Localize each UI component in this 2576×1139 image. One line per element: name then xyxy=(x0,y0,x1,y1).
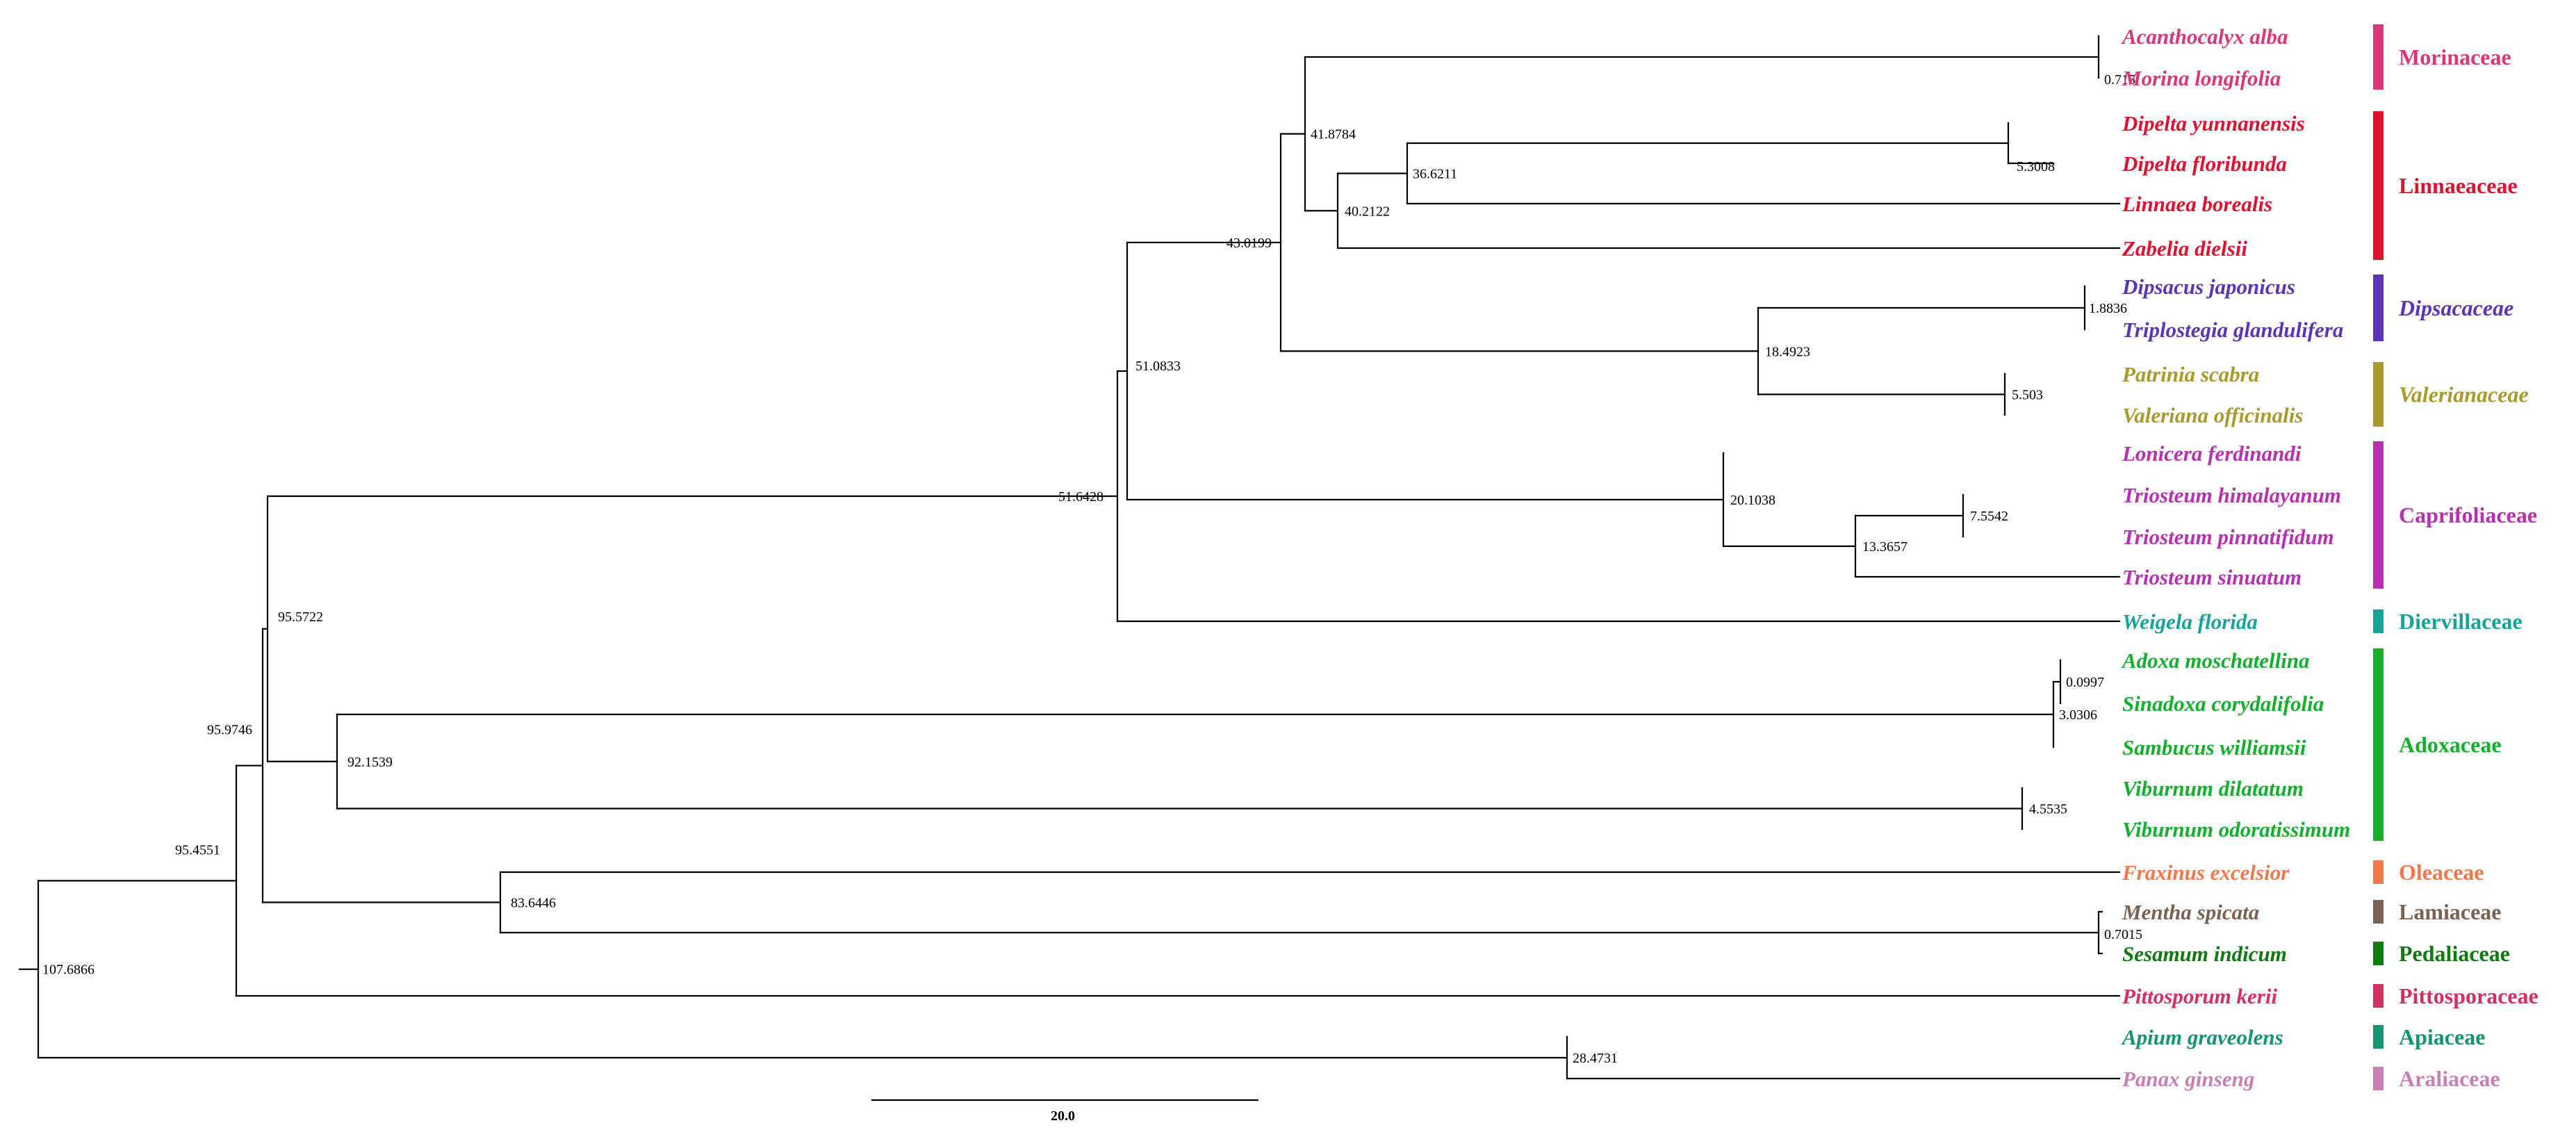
family-bar xyxy=(2373,362,2384,427)
family-label: Pedaliaceae xyxy=(2399,941,2510,966)
node-support-label: 0.7015 xyxy=(2104,927,2142,942)
family-label: Diervillaceae xyxy=(2399,609,2522,634)
family-bar xyxy=(2373,860,2384,884)
node-support-label: 51.0833 xyxy=(1135,359,1181,374)
family-bar xyxy=(2373,441,2384,589)
family-bar xyxy=(2373,24,2384,90)
node-support-label: 0.715 xyxy=(2104,72,2135,88)
scale-bar-label: 20.0 xyxy=(1051,1108,1075,1124)
node-support-label: 5.503 xyxy=(2012,388,2043,403)
taxon-label: Patrinia scabra xyxy=(2122,362,2259,386)
node-support-label: 4.5535 xyxy=(2029,802,2067,817)
node-support-label: 95.4551 xyxy=(175,842,220,858)
taxon-label: Sinadoxa corydalifolia xyxy=(2122,691,2324,716)
node-support-label: 83.6446 xyxy=(511,896,556,911)
node-support-label: 92.1539 xyxy=(347,755,393,770)
taxon-label: Triosteum pinnatifidum xyxy=(2122,525,2334,549)
family-bar xyxy=(2373,942,2384,965)
taxon-label: Triplostegia glandulifera xyxy=(2122,318,2343,342)
taxon-label: Morina longifolia xyxy=(2122,66,2281,90)
taxon-label: Viburnum odoratissimum xyxy=(2122,817,2350,842)
node-support-label: 95.9746 xyxy=(207,723,252,738)
family-label: Linnaeaceae xyxy=(2399,173,2518,198)
family-bar xyxy=(2373,900,2384,924)
taxon-label: Mentha spicata xyxy=(2122,900,2259,924)
family-label: Apiaceae xyxy=(2399,1024,2485,1049)
node-support-label: 5.3008 xyxy=(2017,159,2055,174)
family-labels: MorinaceaeLinnaeaceaeDipsacaceaeValerian… xyxy=(2373,24,2538,1091)
taxon-label: Pittosporum kerii xyxy=(2122,984,2277,1008)
node-support-label: 0.0997 xyxy=(2066,675,2104,690)
node-support-label: 41.8784 xyxy=(1311,127,1356,142)
family-label: Pittosporaceae xyxy=(2399,983,2538,1008)
family-bar xyxy=(2373,274,2384,341)
taxon-label: Sambucus williamsii xyxy=(2122,735,2306,760)
node-support-label: 3.0306 xyxy=(2059,707,2097,723)
taxon-label: Linnaea borealis xyxy=(2122,192,2272,216)
family-bar xyxy=(2373,1067,2384,1090)
family-label: Morinaceae xyxy=(2399,44,2511,69)
node-labels: 0.715 5.3008 36.6211 40.2122 41.8784 1.8836 5.… xyxy=(42,72,2142,1066)
taxon-label: Dipsacus japonicus xyxy=(2122,274,2295,299)
family-label: Araliaceae xyxy=(2399,1066,2500,1091)
node-support-label: 43.0199 xyxy=(1227,236,1272,251)
taxon-label: Triosteum himalayanum xyxy=(2122,483,2341,507)
node-support-label: 13.3657 xyxy=(1862,539,1908,555)
node-support-label: 107.6866 xyxy=(42,962,95,978)
taxon-label: Viburnum dilatatum xyxy=(2122,776,2304,801)
taxon-label: Zabelia dielsii xyxy=(2122,236,2247,261)
family-label: Adoxaceae xyxy=(2399,732,2502,757)
taxon-label: Valeriana officinalis xyxy=(2122,403,2303,427)
taxon-label: Fraxinus excelsior xyxy=(2122,860,2290,885)
taxon-label: Dipelta yunnanensis xyxy=(2122,111,2305,136)
family-label: Valerianaceae xyxy=(2399,382,2529,407)
node-support-label: 95.5722 xyxy=(278,609,323,625)
taxon-label: Weigela florida xyxy=(2122,609,2258,634)
taxon-label: Panax ginseng xyxy=(2122,1067,2254,1091)
scale-bar: 20.0 xyxy=(871,1099,1259,1124)
node-support-label: 7.5542 xyxy=(1970,509,2008,524)
node-support-label: 40.2122 xyxy=(1345,204,1390,219)
node-support-label: 51.6428 xyxy=(1058,489,1104,505)
family-label: Lamiaceae xyxy=(2399,899,2502,924)
family-bar xyxy=(2373,111,2384,260)
family-bar xyxy=(2373,984,2384,1008)
node-support-label: 20.1038 xyxy=(1730,493,1775,508)
taxon-label: Lonicera ferdinandi xyxy=(2122,441,2302,466)
family-bar xyxy=(2373,1025,2384,1049)
node-support-label: 28.4731 xyxy=(1573,1051,1618,1066)
taxon-label: Apium graveolens xyxy=(2121,1025,2283,1049)
node-support-label: 1.8836 xyxy=(2089,301,2127,316)
tree-branches xyxy=(18,35,2121,1080)
taxon-label: Acanthocalyx alba xyxy=(2121,24,2288,49)
family-bar xyxy=(2373,648,2384,841)
family-bar xyxy=(2373,609,2384,633)
node-support-label: 18.4923 xyxy=(1765,344,1810,359)
taxon-label: Dipelta floribunda xyxy=(2122,151,2287,176)
family-label: Caprifoliaceae xyxy=(2399,502,2537,527)
taxon-label: Adoxa moschatellina xyxy=(2121,648,2310,673)
taxon-label: Sesamum indicum xyxy=(2122,942,2287,966)
taxon-label: Triosteum sinuatum xyxy=(2122,565,2302,589)
node-support-label: 36.6211 xyxy=(1413,167,1457,182)
family-label: Dipsacaceae xyxy=(2398,295,2513,320)
family-label: Oleaceae xyxy=(2399,860,2484,885)
